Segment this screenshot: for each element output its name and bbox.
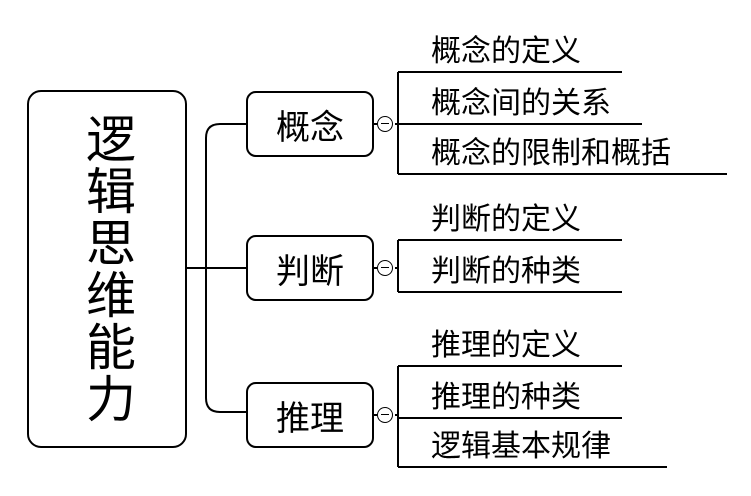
collapse-icon[interactable] bbox=[377, 407, 393, 423]
root-node[interactable]: 逻辑思维能力 bbox=[27, 90, 187, 448]
branch-node-judgment[interactable]: 判断 bbox=[246, 235, 374, 301]
leaf-node[interactable]: 判断的种类 bbox=[431, 254, 581, 289]
branch-node-concept[interactable]: 概念 bbox=[246, 91, 374, 157]
branch-label: 概念 bbox=[276, 107, 344, 148]
root-label: 逻辑思维能力 bbox=[78, 113, 136, 425]
leaf-node[interactable]: 判断的定义 bbox=[431, 202, 581, 237]
leaf-node[interactable]: 推理的种类 bbox=[431, 380, 581, 415]
trunk-connector-top bbox=[205, 123, 246, 268]
branch-label: 推理 bbox=[276, 398, 344, 439]
branch-3-bracket bbox=[395, 366, 399, 467]
leaf-node[interactable]: 概念的定义 bbox=[431, 34, 581, 69]
branch-node-reasoning[interactable]: 推理 bbox=[246, 382, 374, 448]
leaf-node[interactable]: 逻辑基本规律 bbox=[431, 429, 611, 464]
branch-1-bracket bbox=[395, 72, 399, 174]
trunk-connector-bottom bbox=[205, 268, 246, 413]
leaf-node[interactable]: 概念间的关系 bbox=[431, 86, 611, 121]
collapse-icon[interactable] bbox=[377, 116, 393, 132]
leaf-node[interactable]: 概念的限制和概括 bbox=[431, 136, 671, 171]
collapse-icon[interactable] bbox=[377, 260, 393, 276]
leaf-node[interactable]: 推理的定义 bbox=[431, 328, 581, 363]
branch-2-bracket bbox=[395, 240, 399, 292]
branch-label: 判断 bbox=[276, 251, 344, 292]
